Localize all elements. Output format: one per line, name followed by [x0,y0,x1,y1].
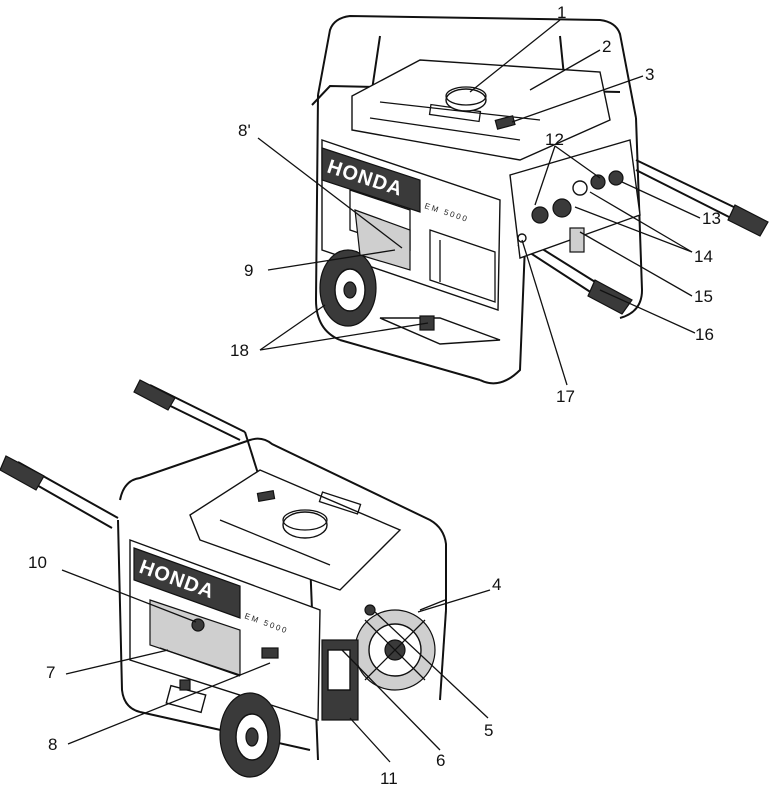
callout-8-prime: 8' [238,121,251,140]
leader-lines [61,19,701,763]
callout-7: 7 [46,663,55,682]
callout-15: 15 [694,287,713,306]
callout-3: 3 [645,65,654,84]
callout-5: 5 [484,721,493,740]
callout-labels: 1 2 3 8' 12 13 9 14 15 16 18 17 10 4 7 5… [28,3,721,788]
callout-16: 16 [695,325,714,344]
callout-6: 6 [436,751,445,770]
callout-4: 4 [492,575,501,594]
callout-9: 9 [244,261,253,280]
callout-1: 1 [557,3,566,22]
callout-18: 18 [230,341,249,360]
callout-13: 13 [702,209,721,228]
generator-top-view: HONDA EM 5000 [311,14,769,385]
callout-2: 2 [602,37,611,56]
callout-14: 14 [694,247,713,266]
callout-17: 17 [556,387,575,406]
callout-12: 12 [545,130,564,149]
callout-8: 8 [48,735,57,754]
callout-11: 11 [380,769,398,788]
generator-bottom-view: HONDA EM 5000 [0,379,447,778]
callout-10: 10 [28,553,47,572]
